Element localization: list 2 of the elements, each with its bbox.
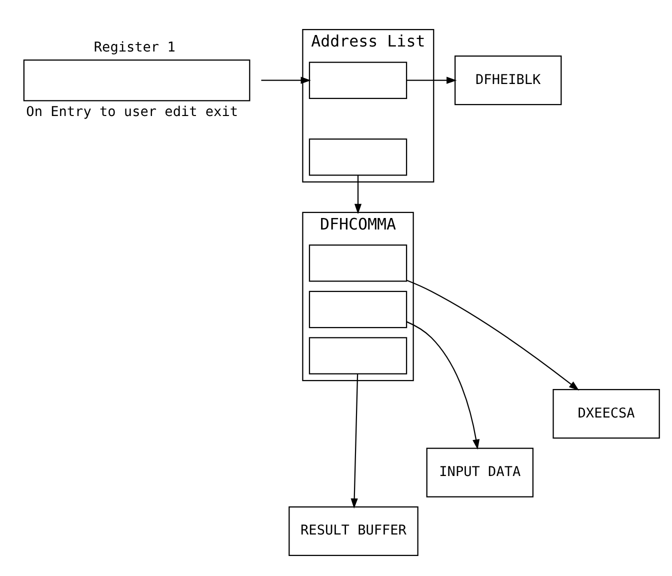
node-label: Register 1 [94, 40, 176, 56]
node-label: On Entry to user edit exit [26, 104, 238, 120]
